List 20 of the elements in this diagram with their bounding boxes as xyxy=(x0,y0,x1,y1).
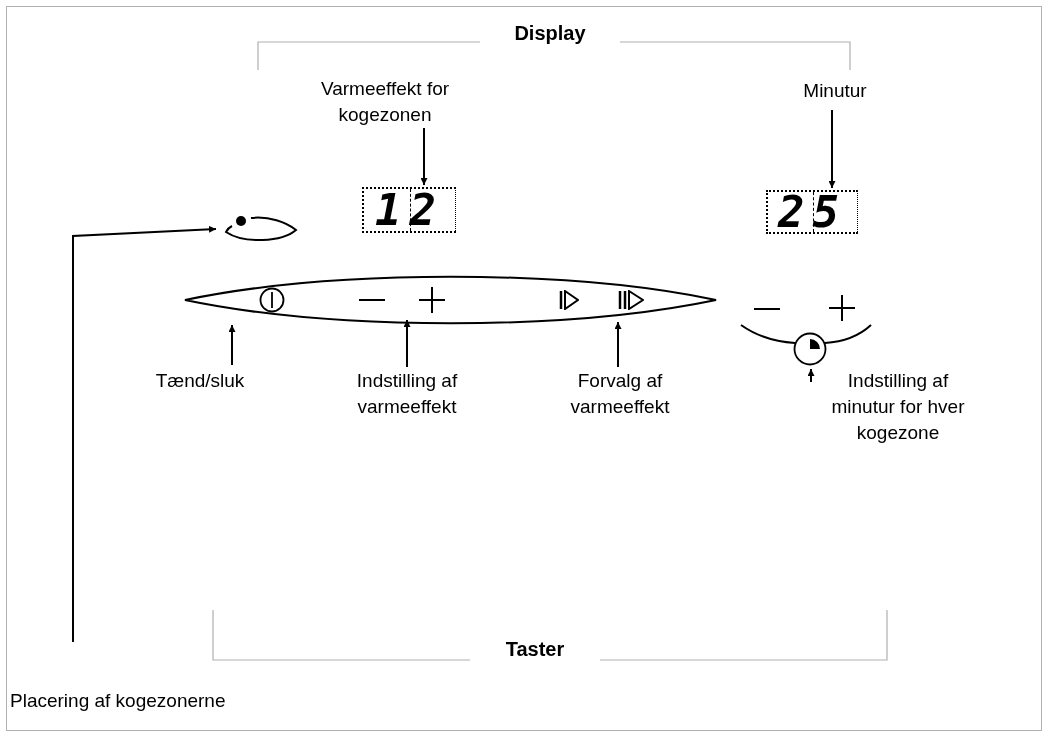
callout-text: Minutur xyxy=(785,78,885,104)
group-label: Display xyxy=(513,21,587,46)
callout-text: Tænd/sluk xyxy=(140,368,260,394)
arrow xyxy=(403,319,411,368)
arrow xyxy=(228,324,236,366)
callout-text: Varmeeffekt for kogezonen xyxy=(295,76,475,126)
callout-text: Placering af kogezonerne xyxy=(10,688,330,714)
timer-controls-drawing xyxy=(738,292,874,368)
group-label: Taster xyxy=(504,637,566,662)
arrow xyxy=(614,321,622,368)
digit-display: 12 xyxy=(362,187,456,233)
digit-display: 25 xyxy=(766,190,858,234)
arrow xyxy=(72,225,217,643)
callout-text: Indstilling af minutur for hver kogezone xyxy=(818,368,978,450)
arrow xyxy=(420,127,428,186)
callout-text: Indstilling af varmeeffekt xyxy=(322,368,492,420)
arrow xyxy=(828,109,836,189)
control-panel-drawing xyxy=(184,275,718,325)
callout-text: Forvalg af varmeeffekt xyxy=(535,368,705,420)
arrow xyxy=(807,368,815,383)
